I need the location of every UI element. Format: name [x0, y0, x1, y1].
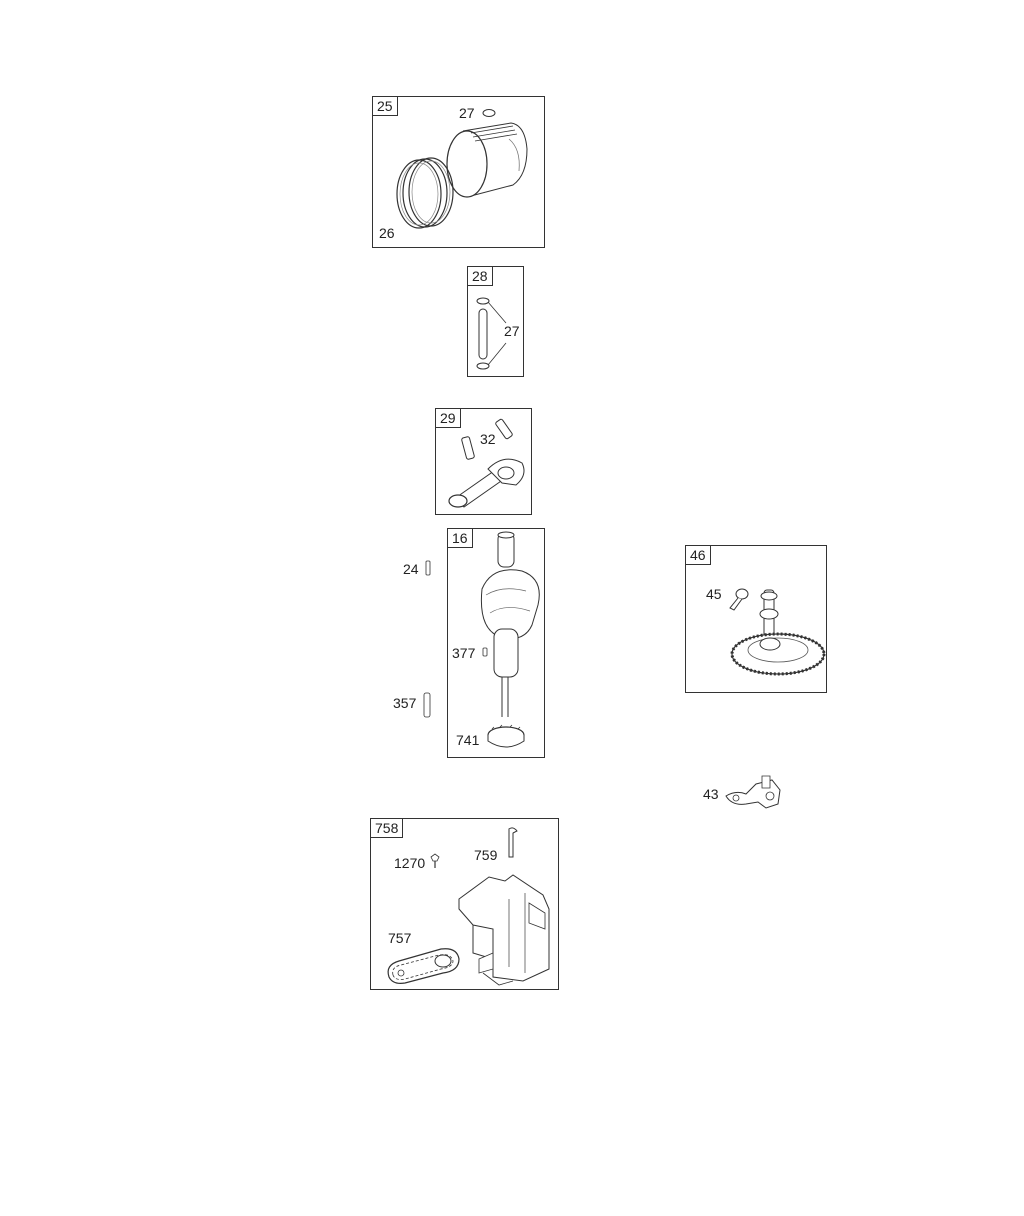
bracket-screw-drawing [429, 853, 441, 869]
piston-pin-clip-label: 27 [504, 323, 520, 339]
camshaft-number: 46 [685, 545, 711, 565]
crankshaft-number: 16 [447, 528, 473, 548]
governor-bracket-frame: 758 1270 759 757 [370, 818, 559, 990]
camshaft-drawing [730, 584, 826, 690]
connecting-rod-number: 29 [435, 408, 461, 428]
crank-gear-label: 741 [456, 732, 480, 748]
pin-24-drawing [425, 560, 431, 576]
piston-assembly-number: 25 [372, 96, 398, 116]
piston-drawing [443, 119, 533, 209]
crankshaft-frame: 16 377 741 [447, 528, 545, 758]
bracket-gasket-drawing [383, 943, 463, 987]
key-357-drawing [423, 692, 431, 718]
piston-pin-number: 28 [467, 266, 493, 286]
rod-screw-label: 32 [480, 431, 496, 447]
piston-rings-drawing [385, 149, 465, 239]
bracket-pin-drawing [505, 827, 521, 861]
piston-rings-label: 26 [379, 225, 395, 241]
pin-24-label: 24 [403, 561, 419, 577]
valve-lifter-label: 45 [706, 586, 722, 602]
bracket-gasket-label: 757 [388, 930, 412, 946]
crank-key-drawing [482, 647, 488, 657]
piston-assembly-frame: 25 27 26 [372, 96, 545, 248]
governor-bracket-number: 758 [370, 818, 404, 838]
piston-clip-label: 27 [459, 105, 475, 121]
bracket-housing-drawing [453, 869, 557, 987]
bracket-screw-label: 1270 [394, 855, 426, 871]
connecting-rod-drawing [444, 413, 530, 511]
camshaft-frame: 46 45 [685, 545, 827, 693]
piston-clip-drawing [481, 107, 497, 119]
piston-pin-frame: 28 27 [467, 266, 524, 377]
key-357-label: 357 [393, 695, 417, 711]
piston-pin-drawing [472, 295, 512, 373]
valve-lifter-drawing [724, 586, 750, 612]
connecting-rod-frame: 29 32 [435, 408, 532, 515]
crank-key-label: 377 [452, 645, 476, 661]
bracket-pin-label: 759 [474, 847, 498, 863]
crankshaft-drawing [472, 529, 546, 757]
governor-43-label: 43 [703, 786, 719, 802]
governor-43-drawing [722, 772, 784, 812]
